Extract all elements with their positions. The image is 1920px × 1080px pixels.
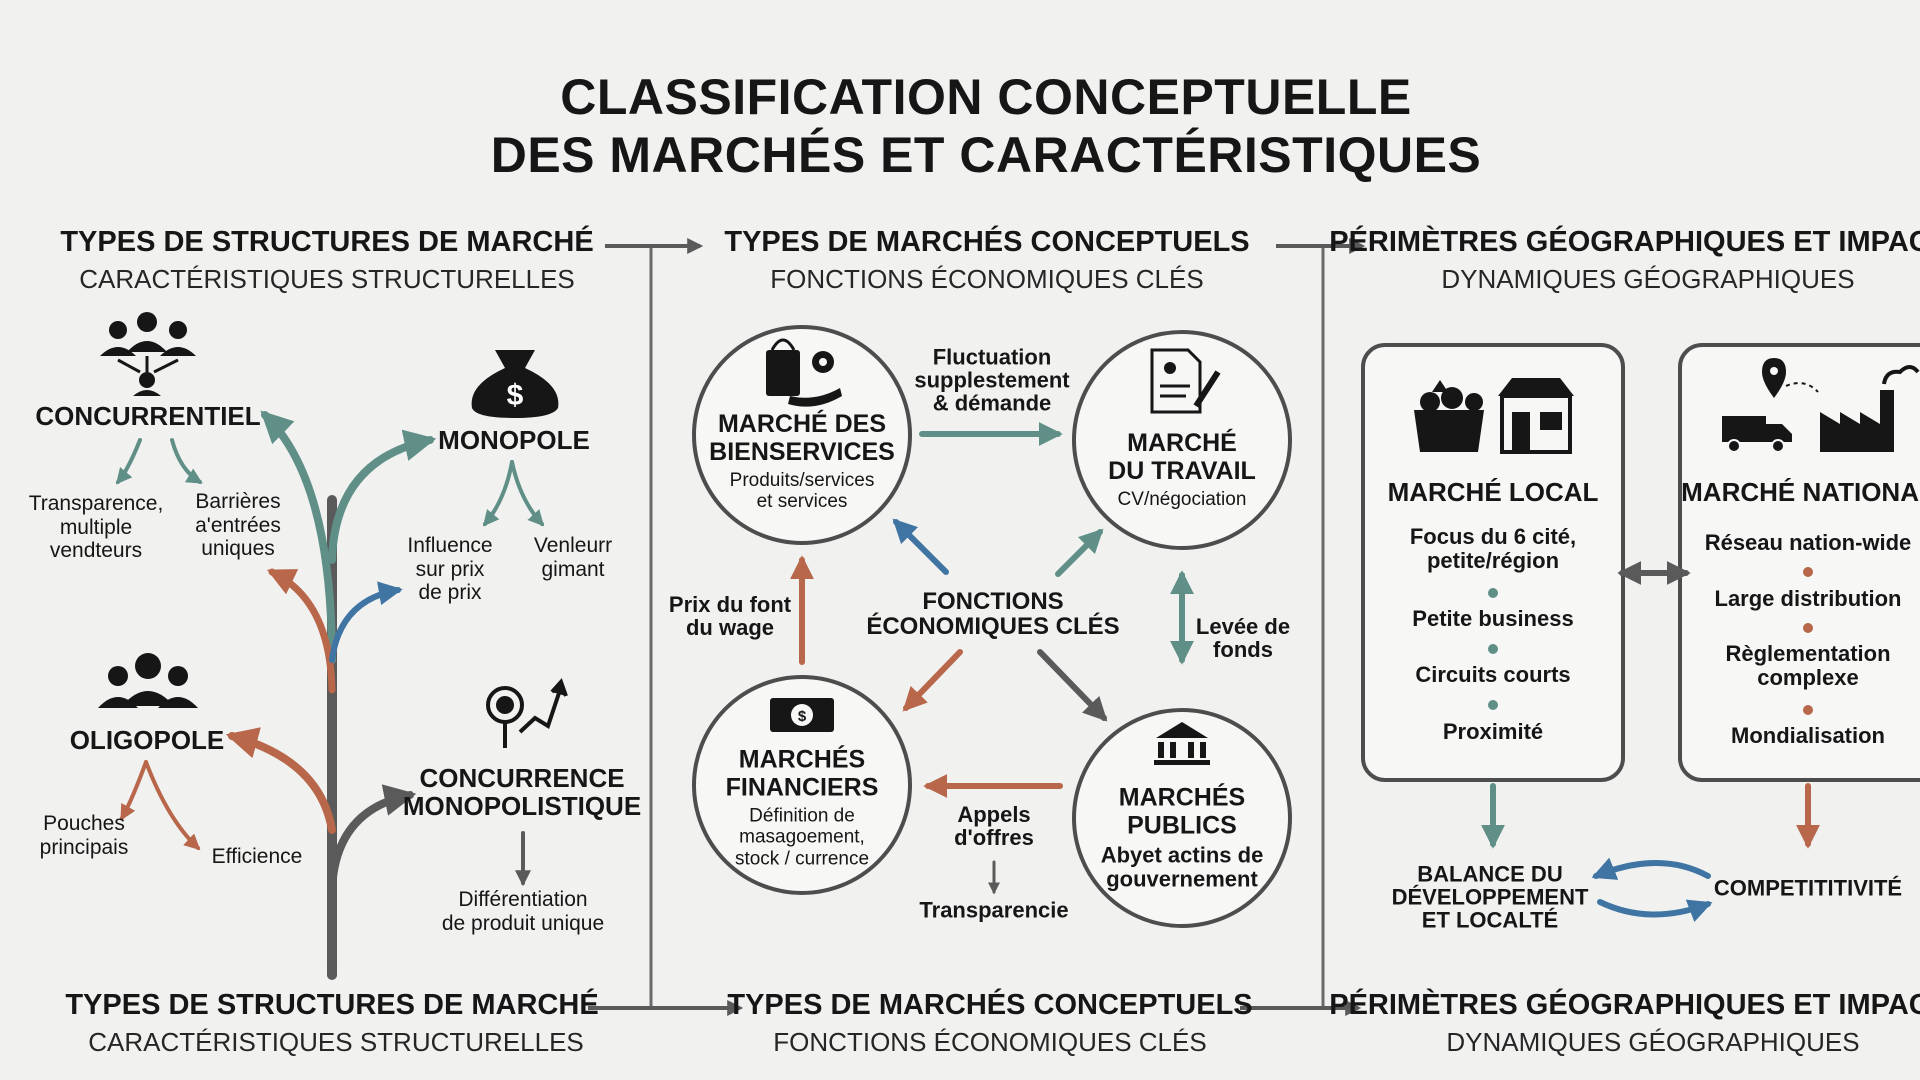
banknote-icon: $ [770,698,834,732]
monopole-label: MONOPOLE [438,425,590,455]
marche-national-item-3: Règlementation complexe [1725,641,1891,691]
structures-subheading: CARACTÉRISTIQUES STRUCTURELLES [79,264,575,294]
marche-national-item-4: Mondialisation [1731,723,1885,748]
vegetable-basket-icon [1414,380,1484,452]
geographic-heading-footer: PÉRIMÈTRES GÉOGRAPHIQUES ET IMPACTS [1329,989,1920,1021]
marche-national-title: MARCHÉ NATIONAL [1681,477,1920,507]
government-building-icon [1154,722,1210,765]
main-title-line-2: DES MARCHÉS ET CARACTÉRISTIQUES [490,127,1482,183]
delivery-truck-icon [1722,358,1819,453]
money-bag-icon: $ [471,350,559,418]
marche-local-item-3: Circuits courts [1415,662,1571,687]
marches-publics-title: MARCHÉS PUBLICS [1118,783,1246,839]
geographic-subheading-footer: DYNAMIQUES GÉOGRAPHIQUES [1446,1027,1860,1057]
structures-heading-footer: TYPES DE STRUCTURES DE MARCHÉ [65,989,599,1021]
competitivite-label: COMPETITITIVITÉ [1713,875,1903,901]
conceptual-flow-arrows [790,422,1194,895]
marches-publics-desc: Abyet actins de gouvernement [1100,842,1264,892]
factory-icon [1820,365,1920,452]
geographic-heading: PÉRIMÈTRES GÉOGRAPHIQUES ET IMPACTS [1329,226,1920,258]
marches-financiers-desc: Définition de masagoement, stock / curre… [734,805,870,870]
storefront-icon [1498,378,1574,454]
marche-biens-node: MARCHÉ DES BIENSERVICES Produits/service… [709,410,895,513]
geographic-subheading: DYNAMIQUES GÉOGRAPHIQUES [1441,264,1855,294]
marche-local-item-2: Petite business [1412,606,1574,631]
marche-national-item-2: Large distribution [1714,586,1902,611]
header-flow-arrows [588,238,1366,1016]
main-title-line-1: CLASSIFICATION CONCEPTUELLE [560,69,1412,125]
concurrentiel-label: CONCURRENTIEL [35,401,261,431]
local-bullets [1488,588,1498,710]
marche-local-item-4: Proximité [1442,719,1544,744]
concurrentiel-trait-2: Barrières a'entrées uniques [195,490,281,561]
marche-biens-title: MARCHÉ DES BIENSERVICES [709,410,895,466]
conceptual-circles [692,325,1292,928]
flow-travail-publics-label: Levée de fonds [1195,613,1291,662]
marche-travail-node: MARCHÉ DU TRAVAIL CV/négociation [1108,428,1256,510]
resume-pen-icon [1150,348,1221,414]
shopping-bag-gear-icon [766,338,842,407]
oligopole-trait-1: Pouches principais [39,812,129,859]
balance-label: BALANCE DU DÉVELOPPEMENT ET LOCALTÉ [1391,861,1589,933]
conceptual-subheading: FONCTIONS ÉCONOMIQUES CLÉS [770,264,1204,294]
conceptual-heading-footer: TYPES DE MARCHÉS CONCEPTUELS [727,989,1253,1021]
marche-national-item-1: Réseau nation-wide [1704,530,1912,555]
flow-publics-financiers-label: Appels d'offres [954,801,1034,850]
flow-biens-travail-label: Fluctuation supplestement & démande [914,344,1070,416]
marche-travail-desc: CV/négociation [1117,488,1247,510]
monopole-trait-1: Influence sur prix de prix [407,534,493,605]
structures-subheading-footer: CARACTÉRISTIQUES STRUCTURELLES [88,1027,584,1057]
oligopoly-people-icon [98,653,198,708]
oligopole-label: OLIGOPOLE [69,725,225,755]
marche-local-title: MARCHÉ LOCAL [1387,477,1599,507]
marche-biens-desc: Produits/services et services [729,470,875,513]
marche-local-item-1: Focus du 6 cité, petite/région [1409,524,1577,574]
concurrentiel-trait-1: Transparence, multiple vendteurs [28,492,164,563]
fonctions-center-label: FONCTIONS ÉCONOMIQUES CLÉS [866,587,1120,640]
people-group-icon [100,312,196,396]
target-growth-icon [486,678,568,748]
flow-financiers-biens-label: Prix du font du wage [668,591,792,640]
national-bullets [1803,567,1813,715]
column-dividers [649,246,1325,1008]
conceptual-subheading-footer: FONCTIONS ÉCONOMIQUES CLÉS [773,1027,1207,1057]
monopole-trait-2: Venleurr gimant [533,534,613,581]
structures-heading: TYPES DE STRUCTURES DE MARCHÉ [60,226,594,258]
concurrence-monopolistique-label: CONCURRENCE MONOPOLISTIQUE [402,763,642,822]
marches-financiers-node: MARCHÉS FINANCIERS Définition de masagoe… [725,745,879,870]
geographic-flow-arrows [1481,561,1820,923]
concurrence-monopolistique-trait: Différentiation de produit unique [441,888,605,935]
structures-tree [115,410,545,980]
marches-financiers-title: MARCHÉS FINANCIERS [725,745,879,802]
flow-appels-result-label: Transparencie [919,897,1069,923]
marche-travail-title: MARCHÉ DU TRAVAIL [1108,428,1256,485]
conceptual-heading: TYPES DE MARCHÉS CONCEPTUELS [724,226,1250,258]
svg-text:$: $ [507,379,524,412]
marches-publics-node: MARCHÉS PUBLICS Abyet actins de gouverne… [1100,783,1264,892]
svg-text:$: $ [798,708,807,725]
oligopole-trait-2: Efficience [211,845,303,868]
